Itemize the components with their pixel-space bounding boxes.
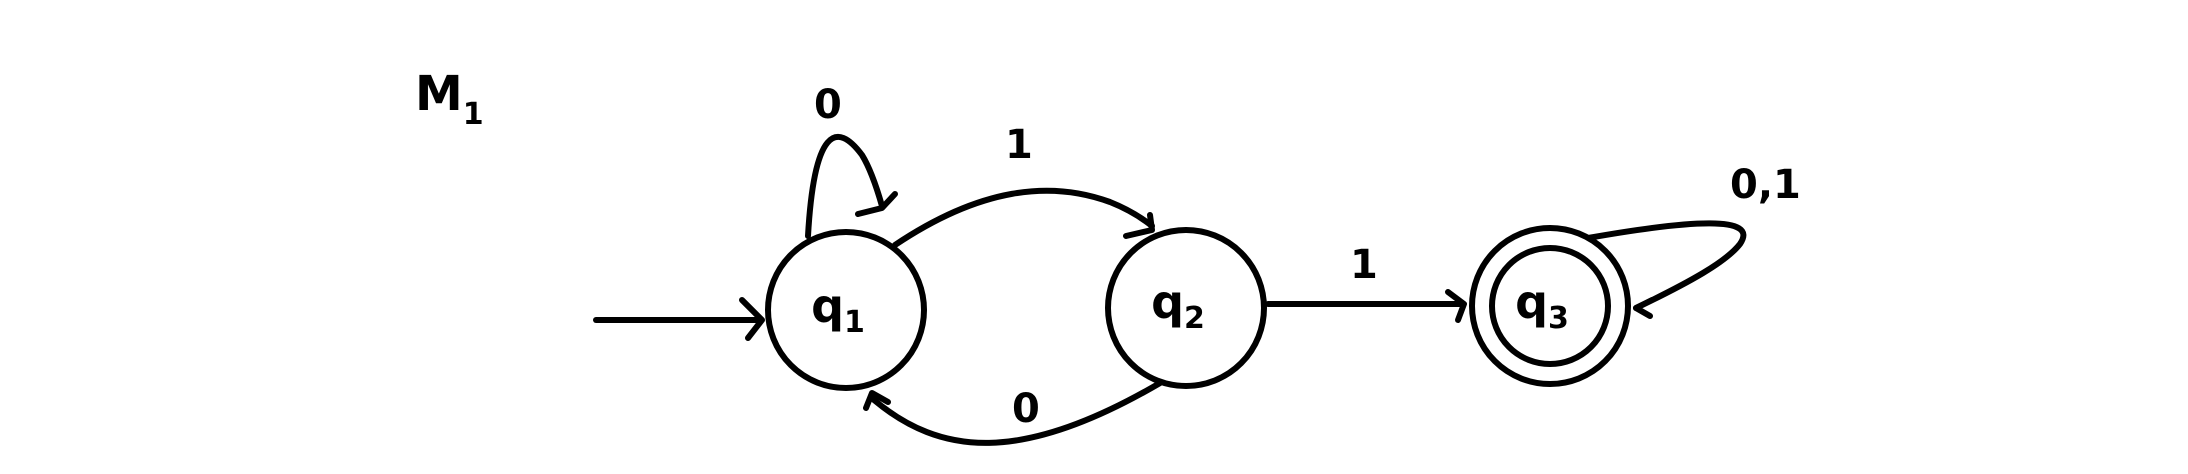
state-q3: q3 [1469,225,1631,387]
state-circle-q1 [765,229,927,391]
state-base-q3: q [1515,275,1548,329]
state-base-q1: q [811,279,844,333]
state-label-q1: q1 [811,279,865,340]
state-q1: q1 [765,229,927,391]
machine-name-subscript: 1 [463,97,484,132]
machine-name: M [415,66,463,122]
state-label-q2: q2 [1151,275,1205,336]
transition-label-q3-q3: 0,1 [1730,162,1801,208]
transition-label-q1-q2: 1 [1005,122,1033,168]
state-inner-circle-q3 [1489,245,1611,367]
state-sub-q3: 3 [1548,301,1569,336]
state-sub-q2: 2 [1184,301,1205,336]
transition-label-q2-q1: 0 [1012,386,1040,432]
transition-q3-q3: 0,1 [1585,162,1801,319]
transition-q1-q1: 0 [805,82,898,239]
transition-q2-q1: 0 [863,380,1163,446]
transition-label-q2-q3: 1 [1350,242,1378,288]
transition-q1-q2: 1 [892,122,1155,248]
state-label-q3: q3 [1515,275,1569,336]
transition-q2-q3: 1 [1265,242,1467,323]
state-circle-q2 [1105,227,1267,389]
transition-label-q1-q1: 0 [814,82,842,128]
state-base-q2: q [1151,275,1184,329]
state-q2: q2 [1105,227,1267,389]
start-arrow [593,297,765,341]
state-sub-q1: 1 [844,305,865,340]
machine-title: M1 [415,66,484,132]
